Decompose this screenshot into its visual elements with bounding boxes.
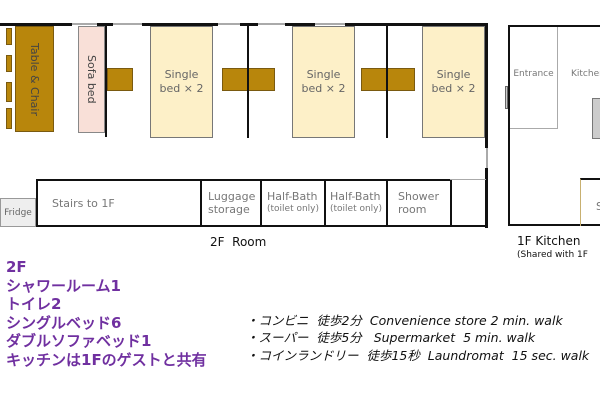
bed-label: Single	[306, 68, 341, 81]
window	[218, 23, 240, 25]
chair	[6, 108, 12, 129]
kitchen-label: Kitchen	[571, 69, 600, 79]
chair	[6, 28, 12, 45]
window	[486, 148, 488, 168]
floor2-title: 2F Room	[210, 235, 267, 249]
nightstand	[107, 68, 133, 91]
wall	[450, 225, 488, 227]
wall	[345, 23, 488, 26]
floor1-title: 1F Kitchen	[517, 234, 581, 248]
room-note: (toilet only)	[330, 204, 383, 214]
wall	[240, 23, 258, 26]
room-label: S	[596, 200, 600, 213]
room-label: Shower	[398, 190, 439, 203]
window	[258, 23, 285, 25]
wall	[285, 23, 315, 26]
shower-room-1f: S	[580, 178, 600, 226]
bed-count: bed × 2	[159, 82, 204, 95]
wall	[0, 23, 72, 26]
window	[113, 23, 142, 25]
nearby-item: ・コインランドリー 徒歩15秒 Laundromat 15 sec. walk	[246, 348, 590, 363]
partition	[247, 25, 249, 138]
entrance: Entrance	[510, 27, 558, 129]
table-chair-label: Table & Chair	[28, 42, 41, 116]
fridge-label: Fridge	[4, 207, 32, 218]
room-label: Half-Bath	[267, 190, 318, 203]
chair	[6, 82, 12, 102]
door	[505, 86, 508, 109]
nightstand	[361, 68, 415, 91]
half-bath-1: Half-Bath(toilet only)	[260, 179, 326, 227]
stairs: Stairs to 1F	[36, 179, 202, 227]
wall	[450, 179, 486, 180]
stairs-label: Stairs to 1F	[52, 196, 115, 210]
summary-line: トイレ2	[6, 295, 62, 313]
bed-count: bed × 2	[301, 82, 346, 95]
room-label: Half-Bath	[330, 190, 381, 203]
summary-line: キッチンは1Fのゲストと共有	[6, 351, 207, 369]
partition	[386, 25, 388, 138]
summary-line: シャワールーム1	[6, 277, 121, 295]
entrance-label: Entrance	[513, 69, 554, 79]
wall	[485, 23, 488, 148]
nearby-item: ・スーパー 徒歩5分 Supermarket 5 min. walk	[246, 330, 536, 345]
bed-label: Single	[436, 68, 471, 81]
fridge: Fridge	[0, 198, 36, 227]
window	[315, 23, 345, 25]
wall	[97, 23, 113, 26]
summary-line: 2F	[6, 258, 27, 276]
sofa-bed: Sofa bed	[78, 26, 105, 133]
table-and-chair: Table & Chair	[15, 26, 54, 132]
kitchen-outline	[508, 25, 600, 226]
half-bath-2: Half-Bath(toilet only)	[324, 179, 388, 227]
room-label: storage	[208, 203, 250, 216]
wall	[485, 168, 488, 228]
room-note: (toilet only)	[267, 204, 320, 214]
summary-line: ダブルソファベッド1	[6, 332, 152, 350]
bed-label: Single	[164, 68, 199, 81]
bed-count: bed × 2	[431, 82, 476, 95]
stove-icon	[592, 98, 600, 139]
sofa-bed-label: Sofa bed	[85, 55, 98, 104]
summary-line: シングルベッド6	[6, 314, 122, 332]
chair	[6, 55, 12, 72]
wall	[142, 23, 218, 26]
room-label: Luggage	[208, 190, 256, 203]
window	[72, 23, 97, 25]
partition	[105, 26, 107, 137]
nearby-item: ・コンビニ 徒歩2分 Convenience store 2 min. walk	[246, 313, 563, 328]
floor1-subtitle: (Shared with 1F	[517, 250, 588, 260]
room-label: room	[398, 203, 427, 216]
